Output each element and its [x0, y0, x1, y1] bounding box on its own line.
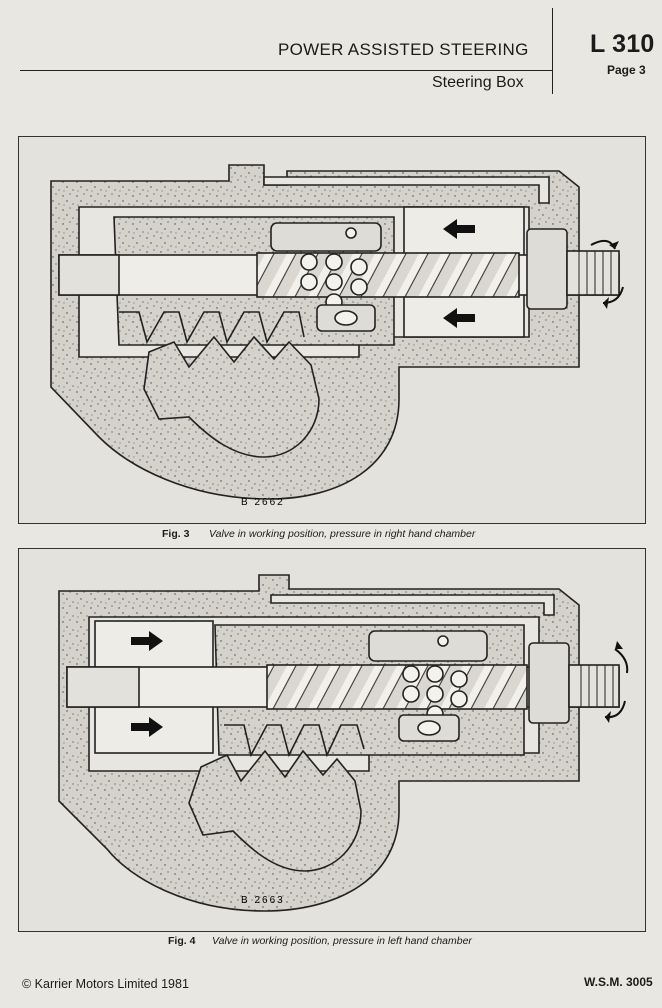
figure-4-code: B 2663: [241, 895, 285, 906]
section-title: POWER ASSISTED STEERING: [278, 40, 529, 59]
figure-4-caption: Valve in working position, pressure in l…: [212, 935, 472, 947]
header-rule: [20, 70, 552, 71]
figure-3-number: Fig. 3: [162, 528, 190, 540]
figure-4-frame: B 2663: [18, 548, 646, 932]
header-divider: [552, 8, 553, 94]
figure-3-drawing: B 2662: [50, 164, 624, 508]
manual-reference: W.S.M. 3005: [584, 975, 653, 989]
figure-3-caption: Valve in working position, pressure in r…: [209, 528, 476, 540]
figure-4-drawing: B 2663: [58, 574, 629, 912]
figure-3-frame: B 2662: [18, 136, 646, 524]
figure-3-code: B 2662: [241, 497, 285, 508]
sheet-code: L 310: [590, 30, 655, 58]
sub-title: Steering Box: [432, 74, 524, 91]
page-label: Page 3: [607, 63, 646, 77]
copyright-notice: © Karrier Motors Limited 1981: [22, 977, 189, 991]
figure-4-number: Fig. 4: [168, 935, 196, 947]
